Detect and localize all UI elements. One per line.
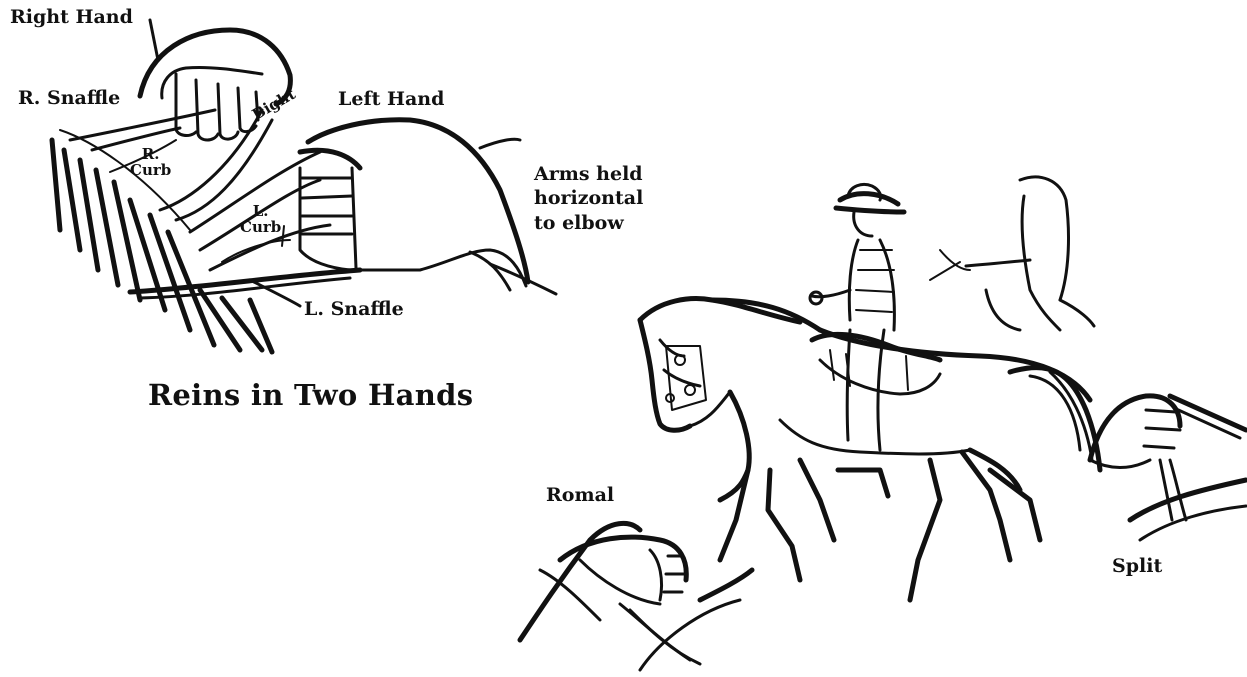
diagram-title: Reins in Two Hands xyxy=(148,378,473,412)
label-right-hand: Right Hand xyxy=(10,8,133,28)
label-r-snaffle: R. Snaffle xyxy=(18,89,120,109)
label-l-snaffle: L. Snaffle xyxy=(304,300,404,320)
label-left-hand: Left Hand xyxy=(338,90,444,110)
left-hand-drawing xyxy=(300,120,556,294)
horse-rider-drawing xyxy=(520,177,1246,670)
label-arms-note: Arms held horizontal to elbow xyxy=(534,162,643,235)
label-romal: Romal xyxy=(546,486,614,506)
label-r-curb: R. Curb xyxy=(130,147,171,179)
label-l-curb: L. Curb xyxy=(240,204,281,236)
label-split: Split xyxy=(1112,557,1162,577)
